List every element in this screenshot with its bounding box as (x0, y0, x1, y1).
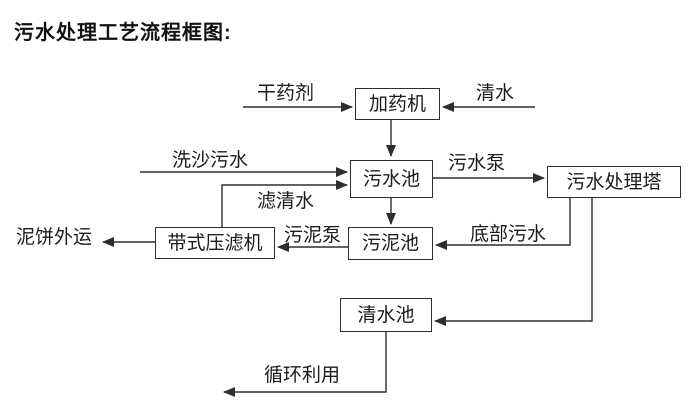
arrow-filtered-water-to-sewage-pool (221, 180, 348, 227)
label-dry-agent: 干药剂 (257, 83, 315, 104)
node-sewage-pool: 污水池 (350, 160, 433, 198)
arrow-bottom-sewage-to-sludge-pool (435, 198, 571, 250)
page-title: 污水处理工艺流程框图: (14, 22, 232, 44)
label-sewage-pump: 污水泵 (448, 153, 506, 174)
label-filtered-water: 滤清水 (257, 191, 315, 212)
node-clean-water-pool: 清水池 (340, 298, 432, 332)
label-clean-water-in: 清水 (476, 83, 515, 104)
label-sand-washing-sewage: 洗沙污水 (172, 150, 249, 171)
label-sludge-pump: 污泥泵 (284, 225, 342, 246)
label-mud-cake-outbound: 泥饼外运 (16, 227, 93, 248)
label-recycle-use: 循环利用 (264, 365, 341, 386)
node-treatment-tower: 污水处理塔 (547, 166, 681, 198)
node-sludge-pool: 污泥池 (348, 227, 433, 260)
node-dosing-machine: 加药机 (355, 88, 440, 120)
arrow-clean-pool-to-recycle (223, 332, 387, 397)
label-bottom-sewage: 底部污水 (470, 224, 547, 245)
arrow-tower-to-clean-pool (434, 198, 593, 326)
node-belt-filter-press: 带式压滤机 (155, 227, 275, 259)
